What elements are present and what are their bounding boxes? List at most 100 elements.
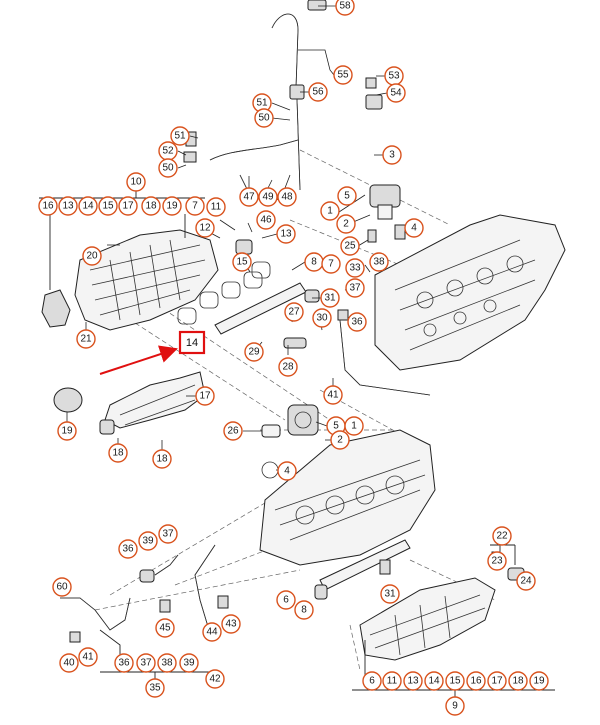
svg-text:1: 1 (327, 206, 333, 217)
svg-text:26: 26 (227, 426, 239, 437)
svg-text:18: 18 (512, 676, 524, 687)
svg-text:22: 22 (496, 531, 508, 542)
svg-text:43: 43 (225, 619, 237, 630)
callout-16-group10: 16 (38, 196, 58, 216)
svg-text:13: 13 (62, 201, 74, 212)
callout-29: 29 (244, 342, 264, 362)
intake-gaskets (177, 261, 271, 325)
callout-56: 56 (308, 82, 328, 102)
svg-text:28: 28 (282, 362, 294, 373)
svg-text:47: 47 (243, 192, 255, 203)
callout-45: 45 (155, 618, 175, 638)
svg-text:38: 38 (373, 257, 385, 268)
callout-47: 47 (239, 187, 259, 207)
svg-text:36: 36 (118, 658, 130, 669)
svg-text:56: 56 (312, 87, 324, 98)
cylinder-head-lower (259, 429, 436, 566)
callout-49: 49 (258, 187, 278, 207)
svg-text:45: 45 (159, 623, 171, 634)
svg-text:2: 2 (337, 435, 343, 446)
fuel-rail-lower (314, 539, 411, 600)
svg-text:52: 52 (162, 146, 174, 157)
callout-8: 8 (304, 252, 324, 272)
callout-20: 20 (82, 246, 102, 266)
svg-text:37: 37 (162, 529, 174, 540)
svg-text:53: 53 (388, 71, 400, 82)
svg-text:15: 15 (449, 676, 461, 687)
callout-33: 33 (345, 258, 365, 278)
svg-text:37: 37 (140, 658, 152, 669)
svg-text:55: 55 (337, 70, 349, 81)
breather-hose-assembly (183, 0, 383, 201)
intake-manifold (41, 229, 219, 331)
callout-31-upper: 31 (320, 288, 340, 308)
svg-text:36: 36 (351, 317, 363, 328)
svg-text:5: 5 (333, 421, 339, 432)
svg-text:17: 17 (199, 391, 211, 402)
callout-1-upper: 1 (320, 201, 340, 221)
callout-19-group10: 19 (162, 196, 182, 216)
svg-text:18: 18 (145, 201, 157, 212)
callout-7: 7 (185, 196, 205, 216)
svg-text:37: 37 (349, 283, 361, 294)
svg-text:1: 1 (351, 421, 357, 432)
callout-36-upper: 36 (347, 312, 367, 332)
svg-text:42: 42 (209, 674, 221, 685)
svg-text:60: 60 (56, 582, 68, 593)
svg-text:11: 11 (211, 202, 222, 213)
svg-text:8: 8 (311, 257, 317, 268)
callout-11: 11 (206, 197, 226, 217)
svg-text:50: 50 (258, 113, 270, 124)
callout-40: 40 (59, 653, 79, 673)
callout-4-upper: 4 (404, 218, 424, 238)
svg-text:46: 46 (260, 215, 272, 226)
callout-37-group35: 37 (136, 653, 156, 673)
svg-text:58: 58 (339, 1, 351, 12)
callout-6-group9: 6 (362, 671, 382, 691)
callout-13-group9: 13 (403, 671, 423, 691)
callout-35: 35 (145, 678, 165, 698)
callout-38-group35: 38 (157, 653, 177, 673)
callout-26: 26 (223, 421, 243, 441)
svg-text:27: 27 (288, 307, 300, 318)
svg-text:6: 6 (283, 595, 289, 606)
callout-36-group35: 36 (114, 653, 134, 673)
callout-9: 9 (445, 696, 465, 716)
svg-text:4: 4 (411, 223, 417, 234)
pointer-arrow (99, 345, 178, 375)
svg-text:31: 31 (384, 589, 396, 600)
callout-50-top: 50 (254, 108, 274, 128)
callout-18-right: 18 (152, 449, 172, 469)
callout-39-group35: 39 (179, 653, 199, 673)
callout-2-upper: 2 (336, 214, 356, 234)
callout-46: 46 (256, 210, 276, 230)
svg-text:4: 4 (284, 466, 290, 477)
svg-text:38: 38 (161, 658, 173, 669)
svg-text:21: 21 (80, 334, 92, 345)
callout-30: 30 (312, 308, 332, 328)
callout-41: 41 (323, 385, 343, 405)
callout-44: 44 (202, 622, 222, 642)
highlighted-callout-14[interactable]: 14 (178, 330, 206, 355)
callout-58: 58 (335, 0, 355, 16)
callout-54: 54 (386, 83, 406, 103)
callout-18-group9: 18 (508, 671, 528, 691)
high-pressure-pump-upper (367, 184, 406, 243)
callout-52: 52 (158, 141, 178, 161)
svg-text:7: 7 (192, 201, 198, 212)
svg-text:54: 54 (390, 88, 402, 99)
svg-text:14: 14 (82, 201, 94, 212)
svg-text:39: 39 (142, 536, 154, 547)
exhaust-manifold-assembly (53, 371, 206, 435)
callout-17: 17 (195, 386, 215, 406)
svg-text:10: 10 (130, 177, 142, 188)
svg-text:39: 39 (183, 658, 195, 669)
callout-36-lower: 36 (118, 539, 138, 559)
callout-25: 25 (340, 236, 360, 256)
svg-text:18: 18 (112, 448, 124, 459)
coolant-hoses-lower (60, 544, 229, 643)
cylinder-head-upper (374, 214, 566, 371)
svg-text:19: 19 (166, 201, 178, 212)
svg-text:18: 18 (156, 454, 168, 465)
callout-39: 39 (138, 531, 158, 551)
